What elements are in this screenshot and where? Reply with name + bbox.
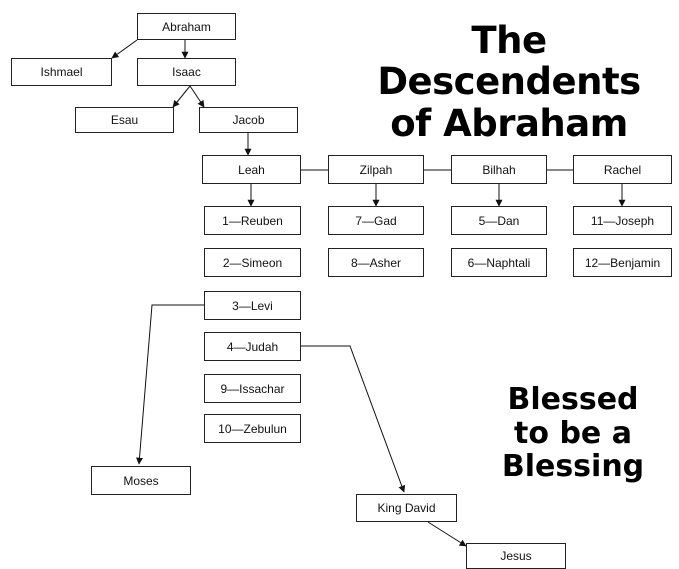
diagram-title: The Descendents of Abraham (340, 19, 678, 145)
node-zebulun: 10—Zebulun (204, 414, 301, 443)
node-esau: Esau (75, 107, 174, 133)
connector-king-david-jesus (427, 521, 467, 547)
node-moses: Moses (91, 466, 191, 495)
caption-line-2: to be a (514, 415, 632, 451)
connector-levi-moses (136, 304, 204, 465)
node-zilpah: Zilpah (328, 155, 424, 184)
node-gad: 7—Gad (328, 206, 424, 235)
node-naphtali: 6—Naphtali (451, 248, 547, 277)
node-asher: 8—Asher (328, 248, 424, 277)
title-line-2: of Abraham (390, 101, 628, 145)
connector-isaac-esau (172, 85, 191, 108)
node-jacob: Jacob (199, 107, 298, 133)
node-isaac: Isaac (137, 58, 236, 86)
node-abraham: Abraham (137, 13, 236, 40)
node-king-david: King David (356, 494, 457, 522)
node-jesus: Jesus (466, 543, 566, 569)
node-benjamin: 12—Benjamin (573, 248, 672, 277)
node-ishmael: Ishmael (11, 58, 112, 86)
connector-judah-king-david (301, 345, 406, 493)
node-joseph: 11—Joseph (573, 206, 672, 235)
node-simeon: 2—Simeon (204, 248, 301, 277)
caption-line-1: Blessed (507, 382, 639, 417)
title-line-1: The Descendents (377, 19, 641, 104)
blessing-caption: Blessed to be a Blessing (498, 383, 648, 484)
node-reuben: 1—Reuben (204, 206, 301, 235)
caption-line-3: Blessing (501, 449, 645, 485)
node-rachel: Rachel (573, 155, 672, 184)
connector-abraham-ishmael (111, 39, 138, 59)
node-levi: 3—Levi (204, 291, 301, 320)
node-leah: Leah (202, 155, 301, 184)
node-bilhah: Bilhah (451, 155, 547, 184)
node-judah: 4—Judah (204, 332, 301, 361)
node-dan: 5—Dan (451, 206, 547, 235)
connector-isaac-jacob (189, 85, 205, 108)
node-issachar: 9—Issachar (204, 374, 301, 403)
